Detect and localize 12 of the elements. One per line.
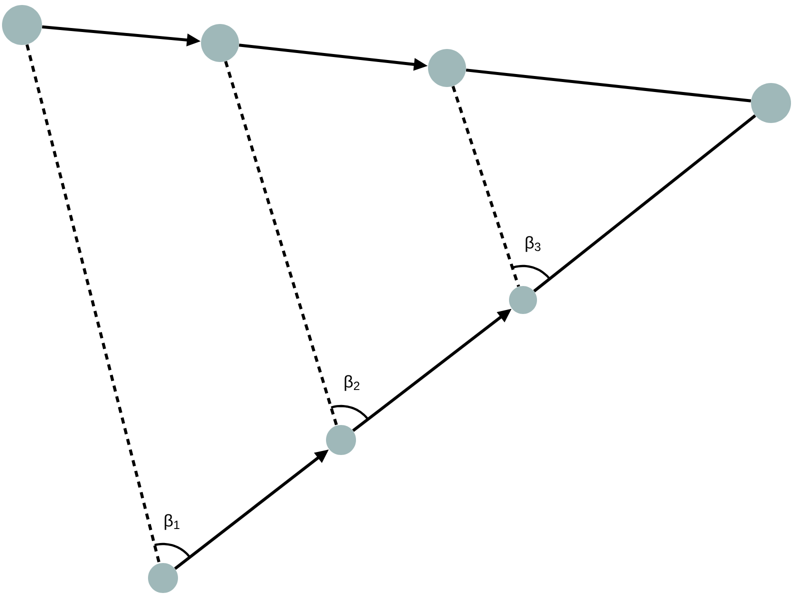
- connector-line: [26, 44, 161, 564]
- connector-line: [466, 68, 752, 102]
- circle-node: [509, 286, 537, 314]
- connector-line: [533, 114, 756, 292]
- circle-node: [148, 563, 178, 593]
- circle-node: [428, 49, 466, 87]
- connector-line: [452, 86, 520, 287]
- circle-node: [326, 425, 356, 455]
- circle-node: [201, 24, 239, 62]
- circle-node: [751, 83, 791, 123]
- circle-node: [2, 5, 42, 45]
- connector-line: [224, 60, 338, 426]
